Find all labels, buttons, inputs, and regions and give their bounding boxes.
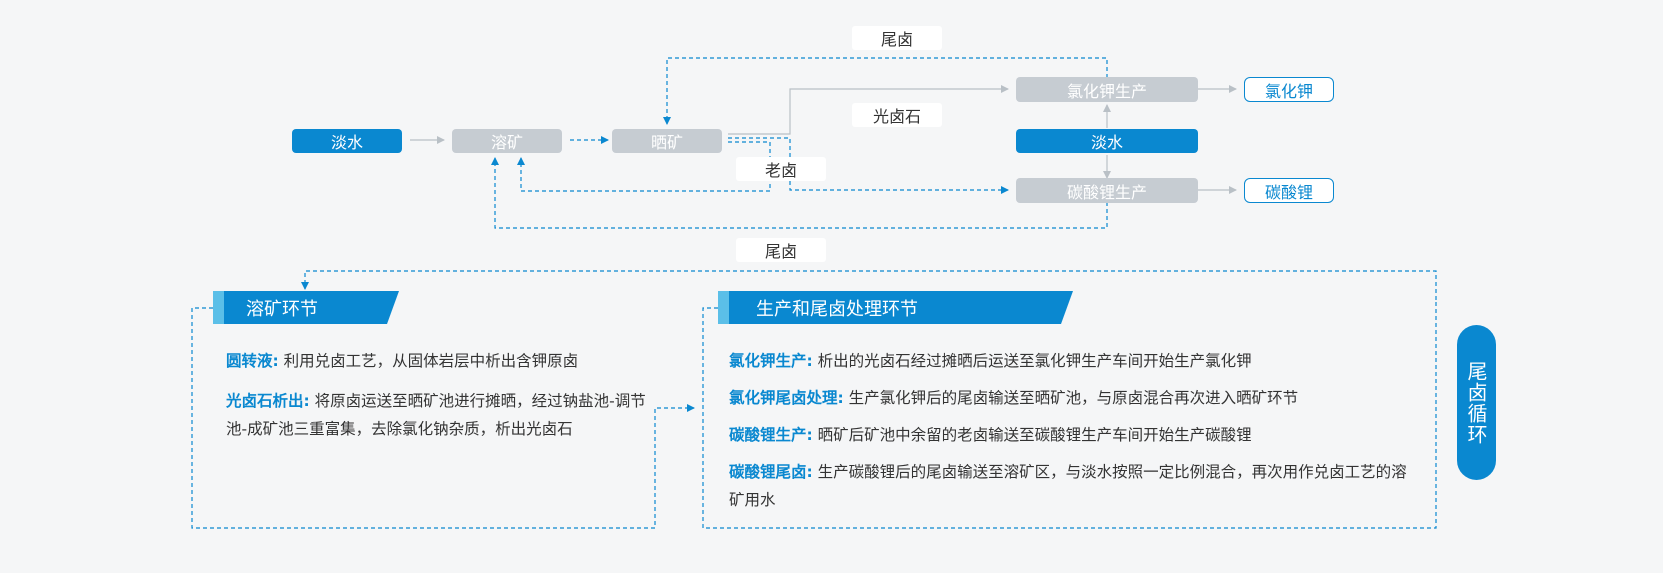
tail-brine-tag-mid: 尾卤 xyxy=(736,238,826,262)
banner-stripe xyxy=(718,291,729,324)
section-right-item-3: 碳酸锂生产: 晒矿后矿池中余留的老卤输送至碳酸锂生产车间开始生产碳酸锂 xyxy=(729,421,1409,449)
item-text: 生产碳酸锂后的尾卤输送至溶矿区，与淡水按照一定比例混合，再次用作兑卤工艺的溶矿用… xyxy=(729,463,1407,509)
kcl-production-box: 氯化钾生产 xyxy=(1016,77,1198,102)
item-key: 碳酸锂生产: xyxy=(729,426,813,444)
item-key: 圆转液: xyxy=(226,352,279,370)
item-key: 氯化钾生产: xyxy=(729,352,813,370)
fresh-water-box-left: 淡水 xyxy=(292,129,402,153)
carnallite-tag: 光卤石 xyxy=(852,103,942,127)
dissolve-ore-box: 溶矿 xyxy=(452,129,562,153)
item-text: 析出的光卤石经过摊晒后运送至氯化钾生产车间开始生产氯化钾 xyxy=(817,352,1252,370)
section-left-item-2: 光卤石析出: 将原卤运送至晒矿池进行摊晒，经过钠盐池-调节池-成矿池三重富集，去… xyxy=(226,387,646,443)
kcl-product-box: 氯化钾 xyxy=(1244,77,1334,102)
li2co3-production-box: 碳酸锂生产 xyxy=(1016,178,1198,203)
item-key: 氯化钾尾卤处理: xyxy=(729,389,844,407)
section-left-title: 溶矿环节 xyxy=(246,298,318,320)
item-text: 利用兑卤工艺，从固体岩层中析出含钾原卤 xyxy=(283,352,579,370)
section-right-item-1: 氯化钾生产: 析出的光卤石经过摊晒后运送至氯化钾生产车间开始生产氯化钾 xyxy=(729,347,1409,375)
section-left-item-1: 圆转液: 利用兑卤工艺，从固体岩层中析出含钾原卤 xyxy=(226,347,646,375)
section-right-title: 生产和尾卤处理环节 xyxy=(756,298,918,320)
item-key: 光卤石析出: xyxy=(226,392,310,410)
banner-stripe xyxy=(213,291,224,324)
sun-dry-ore-box: 晒矿 xyxy=(612,129,722,153)
item-text: 将原卤运送至晒矿池进行摊晒，经过钠盐池-调节池-成矿池三重富集，去除氯化钠杂质，… xyxy=(226,392,646,438)
section-left-banner: 溶矿环节 xyxy=(213,291,399,324)
tail-brine-cycle-pill: 尾卤循环 xyxy=(1457,325,1496,480)
fresh-water-box-right: 淡水 xyxy=(1016,129,1198,153)
item-key: 碳酸锂尾卤: xyxy=(729,463,813,481)
li2co3-product-box: 碳酸锂 xyxy=(1244,178,1334,203)
section-right-banner: 生产和尾卤处理环节 xyxy=(718,291,1073,324)
item-text: 晒矿后矿池中余留的老卤输送至碳酸锂生产车间开始生产碳酸锂 xyxy=(817,426,1252,444)
old-brine-tag: 老卤 xyxy=(736,157,826,181)
section-right-item-4: 碳酸锂尾卤: 生产碳酸锂后的尾卤输送至溶矿区，与淡水按照一定比例混合，再次用作兑… xyxy=(729,458,1409,514)
tail-brine-tag-top: 尾卤 xyxy=(852,26,942,50)
section-right-item-2: 氯化钾尾卤处理: 生产氯化钾后的尾卤输送至晒矿池，与原卤混合再次进入晒矿环节 xyxy=(729,384,1409,412)
item-text: 生产氯化钾后的尾卤输送至晒矿池，与原卤混合再次进入晒矿环节 xyxy=(848,389,1299,407)
